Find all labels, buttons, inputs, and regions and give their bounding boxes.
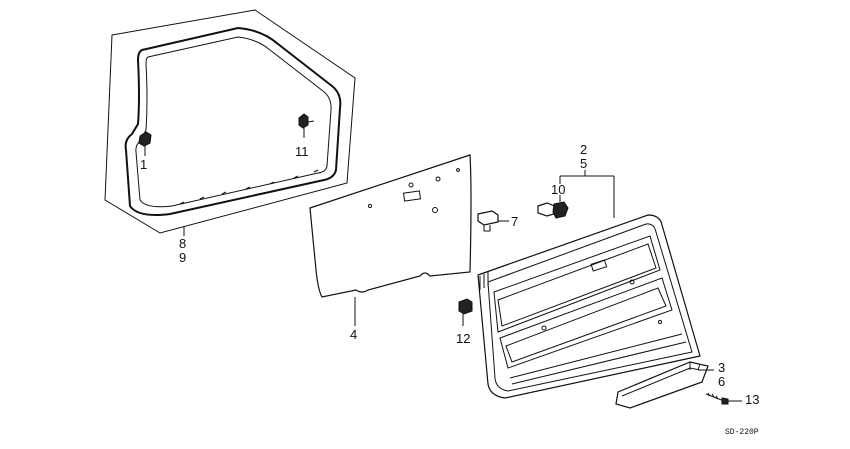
callout-12: 12 (456, 331, 471, 346)
door-weatherstrip (124, 26, 342, 216)
clip-part-7 (477, 210, 509, 232)
clip-part-1 (138, 131, 152, 156)
diagram-code: SD-220P (725, 428, 759, 437)
door-plastic-cover (309, 154, 472, 298)
callout-6: 6 (718, 374, 726, 389)
callout-9: 9 (179, 250, 187, 265)
callout-13: 13 (745, 392, 760, 407)
callout-7: 7 (511, 214, 519, 229)
leader-2-5 (559, 170, 615, 218)
callout-11: 11 (295, 144, 309, 159)
callout-8: 8 (179, 236, 187, 251)
callout-5: 5 (580, 156, 588, 171)
callout-10: 10 (551, 182, 566, 197)
screw-part-10 (537, 195, 569, 219)
clip-part-11 (298, 113, 315, 138)
screw-part-13 (705, 392, 742, 405)
clip-part-12 (458, 298, 473, 326)
callout-1: 1 (140, 157, 148, 172)
weatherstrip-group-frame (104, 9, 356, 234)
pull-pocket (615, 361, 709, 409)
callout-4: 4 (350, 327, 358, 342)
door-trim-panel (477, 214, 701, 399)
callout-3: 3 (718, 360, 726, 375)
callout-2: 2 (580, 142, 588, 157)
